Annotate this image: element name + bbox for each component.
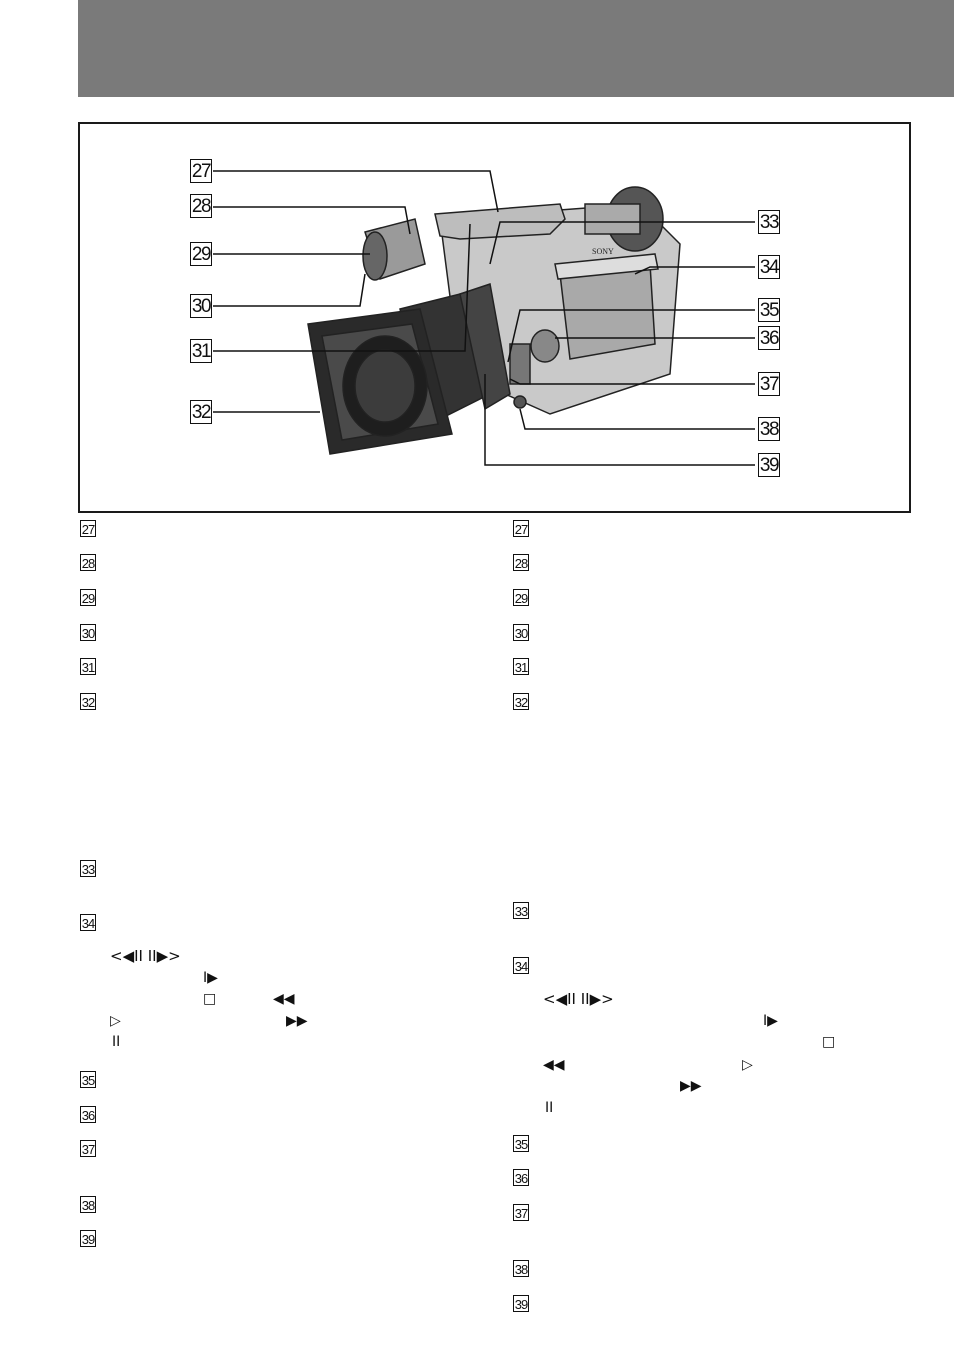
left-item-29: 29 [80, 589, 96, 606]
callout-28: 28 [190, 194, 212, 218]
right-item-36: 36 [513, 1169, 529, 1186]
right-item-37: 37 [513, 1204, 529, 1221]
right-item-38: 38 [513, 1260, 529, 1277]
right-pause-icon: II [545, 1100, 554, 1116]
camera-figure: SONY 27 28 29 30 31 32 33 34 35 36 37 38… [78, 122, 911, 513]
header-band [78, 0, 954, 97]
callout-31: 31 [190, 339, 212, 363]
left-item-30: 30 [80, 624, 96, 641]
right-frame-buttons-symbol: <◀II II▶> [543, 990, 614, 1008]
left-pause-icon: II [112, 1034, 121, 1050]
right-item-39: 39 [513, 1295, 529, 1312]
left-rec-icon: ▷ [110, 1013, 121, 1029]
callout-36: 36 [758, 326, 780, 350]
right-stop-icon: □ [822, 1034, 836, 1050]
right-item-29: 29 [513, 589, 529, 606]
camcorder-illustration: SONY [213, 170, 755, 466]
right-item-33: 33 [513, 902, 529, 919]
left-item-39: 39 [80, 1230, 96, 1247]
left-item-35: 35 [80, 1071, 96, 1088]
callout-35: 35 [758, 298, 780, 322]
callout-37: 37 [758, 372, 780, 396]
callout-27: 27 [190, 159, 212, 183]
callout-38: 38 [758, 417, 780, 441]
right-item-30: 30 [513, 624, 529, 641]
right-item-28: 28 [513, 554, 529, 571]
left-item-37: 37 [80, 1140, 96, 1157]
left-item-34: 34 [80, 914, 96, 931]
callout-29: 29 [190, 242, 212, 266]
right-ff-icon: ▶▶ [680, 1078, 702, 1094]
left-frame-buttons-symbol: <◀II II▶> [110, 947, 181, 965]
left-item-36: 36 [80, 1106, 96, 1123]
right-item-34: 34 [513, 957, 529, 974]
left-ff-icon: ▶▶ [286, 1013, 308, 1029]
callout-34: 34 [758, 255, 780, 279]
right-play-icon: I▶ [763, 1013, 778, 1029]
right-item-32: 32 [513, 693, 529, 710]
left-item-38: 38 [80, 1196, 96, 1213]
right-rewind-icon: ◀◀ [543, 1057, 565, 1073]
callout-30: 30 [190, 294, 212, 318]
right-item-27: 27 [513, 520, 529, 537]
callout-32: 32 [190, 400, 212, 424]
callout-33: 33 [758, 210, 780, 234]
left-item-27: 27 [80, 520, 96, 537]
brand-label: SONY [592, 247, 614, 256]
left-stop-icon: □ [203, 991, 217, 1007]
left-play-icon: I▶ [203, 970, 218, 986]
right-item-35: 35 [513, 1135, 529, 1152]
left-rewind-icon: ◀◀ [273, 991, 295, 1007]
callout-39: 39 [758, 453, 780, 477]
right-item-31: 31 [513, 658, 529, 675]
left-item-31: 31 [80, 658, 96, 675]
right-rec-icon: ▷ [742, 1057, 753, 1073]
left-item-32: 32 [80, 693, 96, 710]
left-item-33: 33 [80, 860, 96, 877]
left-item-28: 28 [80, 554, 96, 571]
